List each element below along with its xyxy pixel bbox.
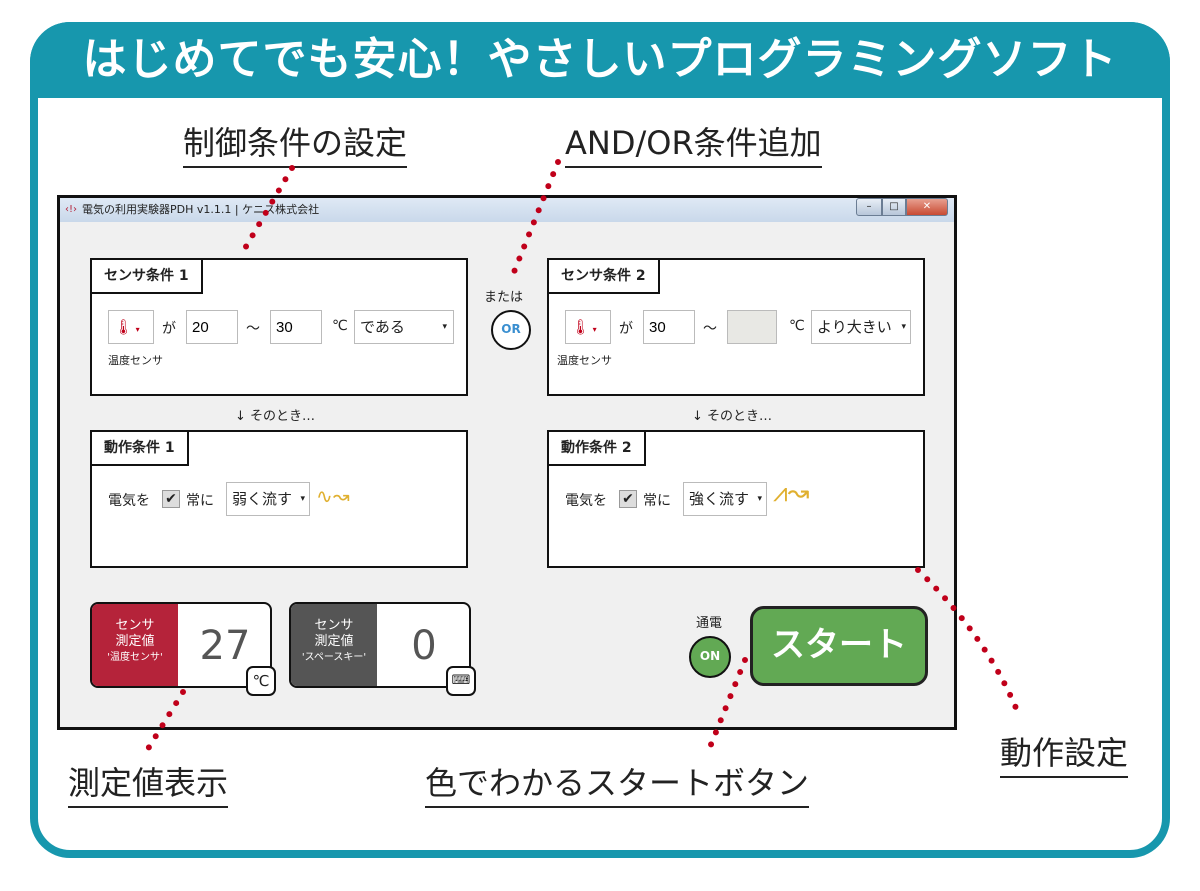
power-label: 通電 (696, 616, 723, 631)
action-prefix: 電気を (108, 493, 150, 509)
ga-label: が (619, 321, 633, 337)
then-label-2: ↓ そのとき… (692, 409, 773, 424)
sensor-select-1[interactable]: 🌡 ▾ (108, 310, 154, 344)
meter-label: 測定値 (115, 634, 155, 649)
callout-andor: AND/OR条件追加 (565, 118, 822, 168)
range-from-input-1[interactable] (186, 310, 238, 344)
power-on-button[interactable]: ON (689, 636, 731, 678)
sensor-select-2[interactable]: 🌡 ▾ (565, 310, 611, 344)
tilde-label: ～ (703, 321, 717, 337)
condition-value: である (360, 318, 405, 336)
window-title: 電気の利用実験器PDH v1.1.1 | ケニス株式会社 (82, 203, 320, 216)
minimize-icon[interactable]: – (856, 198, 882, 216)
banner-title: はじめてでも安心！やさしいプログラミングソフト (30, 22, 1170, 98)
maximize-icon[interactable]: □ (882, 198, 906, 216)
unit-label: ℃ (332, 318, 348, 334)
start-button[interactable]: スタート (750, 606, 928, 686)
callout-measurement: 測定値表示 (68, 758, 229, 808)
callout-control-settings: 制御条件の設定 (183, 118, 408, 168)
meter-label: 測定値 (314, 634, 354, 649)
sensor-condition-1: センサ条件 1 🌡 ▾ が ～ ℃ である▾ 温度センサ (90, 258, 468, 396)
app-window: ‹!› 電気の利用実験器PDH v1.1.1 | ケニス株式会社 – □ ✕ セ… (57, 195, 957, 730)
condition-select-1[interactable]: である▾ (354, 310, 454, 344)
window-controls: – □ ✕ (856, 198, 948, 216)
close-icon[interactable]: ✕ (906, 198, 948, 216)
callout-start-button: 色でわかるスタートボタン (425, 758, 810, 808)
condition-select-2[interactable]: より大きい▾ (811, 310, 911, 344)
dotted-line-control (241, 165, 295, 253)
or-button[interactable]: OR (491, 310, 531, 350)
tab-sensor-condition-1: センサ条件 1 (90, 258, 203, 294)
range-to-input-1[interactable] (270, 310, 322, 344)
then-label-1: ↓ そのとき… (235, 409, 316, 424)
range-from-input-2[interactable] (643, 310, 695, 344)
range-to-input-2[interactable] (727, 310, 777, 344)
tab-action-condition-2: 動作条件 2 (547, 430, 646, 466)
meter-value: 0 (411, 623, 437, 669)
action-prefix: 電気を (565, 493, 607, 509)
always-label: 常に (643, 493, 671, 509)
meter-sensor-name: '温度センサ' (107, 652, 163, 663)
meter-value: 27 (199, 623, 251, 669)
condition-value: より大きい (817, 318, 892, 336)
meter-label: センサ (314, 618, 354, 633)
sensor-meter-temperature: センサ測定値 '温度センサ' 27 (90, 602, 272, 688)
dotted-line-measure (143, 689, 186, 755)
thermometer-icon: 🌡 (114, 318, 134, 336)
always-label: 常に (186, 493, 214, 509)
dotted-line-start (705, 657, 748, 755)
celsius-unit-badge: ℃ (246, 666, 276, 696)
action-condition-2: 動作条件 2 電気を ✔ 常に 強く流す▾ ⩘↝ (547, 430, 925, 568)
mode-value: 弱く流す (232, 490, 293, 508)
dotted-line-action (915, 567, 1023, 721)
title-bar: ‹!› 電気の利用実験器PDH v1.1.1 | ケニス株式会社 – □ ✕ (60, 198, 954, 222)
app-icon: ‹!› (65, 204, 78, 215)
current-mode-select-2[interactable]: 強く流す▾ (683, 482, 767, 516)
thermometer-icon: 🌡 (571, 318, 591, 336)
weak-current-icon: ∿↝ (316, 484, 350, 508)
meter-label: センサ (115, 618, 155, 633)
always-checkbox-1[interactable]: ✔ (162, 490, 180, 508)
always-checkbox-2[interactable]: ✔ (619, 490, 637, 508)
action-condition-1: 動作条件 1 電気を ✔ 常に 弱く流す▾ ∿↝ (90, 430, 468, 568)
tab-sensor-condition-2: センサ条件 2 (547, 258, 660, 294)
sensor-name: 温度センサ (557, 354, 612, 367)
sensor-name: 温度センサ (108, 354, 163, 367)
dotted-line-andor (507, 159, 561, 285)
mode-value: 強く流す (689, 490, 750, 508)
ga-label: が (162, 321, 176, 337)
sensor-meter-spacekey: センサ測定値 'スペースキー' 0 (289, 602, 471, 688)
tab-action-condition-1: 動作条件 1 (90, 430, 189, 466)
or-label: または (484, 290, 524, 305)
callout-action-settings: 動作設定 (1000, 728, 1129, 778)
strong-current-icon: ⩘↝ (773, 478, 810, 508)
tilde-label: ～ (246, 321, 260, 337)
meter-sensor-name: 'スペースキー' (301, 652, 367, 663)
unit-label: ℃ (789, 318, 805, 334)
current-mode-select-1[interactable]: 弱く流す▾ (226, 482, 310, 516)
keyboard-icon: ⌨ (446, 666, 476, 696)
sensor-condition-2: センサ条件 2 🌡 ▾ が ～ ℃ より大きい▾ 温度センサ (547, 258, 925, 396)
